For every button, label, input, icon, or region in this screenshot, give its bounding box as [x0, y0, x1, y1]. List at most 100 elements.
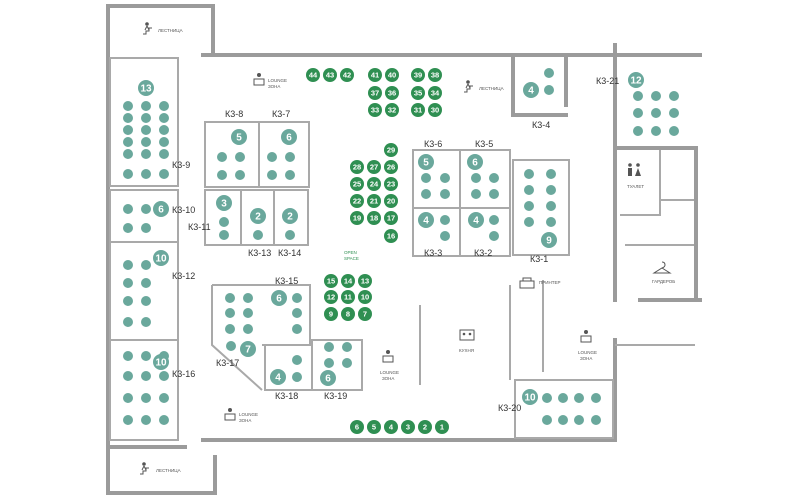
desk-seat-k3-9[interactable]: [123, 125, 133, 135]
capacity-badge-k3-12[interactable]: 10: [153, 250, 169, 266]
capacity-badge-k3-21[interactable]: 12: [628, 72, 644, 88]
desk-seat-k3-16[interactable]: [141, 351, 151, 361]
open-seat-20[interactable]: 20: [384, 194, 398, 208]
open-seat-16[interactable]: 16: [384, 229, 398, 243]
open-seat-13[interactable]: 13: [358, 274, 372, 288]
open-seat-3[interactable]: 3: [401, 420, 415, 434]
desk-seat-k3-16[interactable]: [123, 371, 133, 381]
desk-seat-k3-21[interactable]: [651, 126, 661, 136]
desk-seat-k3-8[interactable]: [235, 152, 245, 162]
desk-seat-k3-4[interactable]: [544, 68, 554, 78]
open-seat-10[interactable]: 10: [358, 290, 372, 304]
capacity-badge-k3-10[interactable]: 6: [153, 201, 169, 217]
capacity-badge-k3-7[interactable]: 6: [281, 129, 297, 145]
desk-seat-k3-20[interactable]: [558, 415, 568, 425]
desk-seat-k3-1[interactable]: [524, 201, 534, 211]
desk-seat-k3-8[interactable]: [217, 170, 227, 180]
desk-seat-k3-18[interactable]: [292, 355, 302, 365]
open-seat-38[interactable]: 38: [428, 68, 442, 82]
capacity-badge-k3-9[interactable]: 13: [138, 80, 154, 96]
desk-seat-k3-9[interactable]: [123, 113, 133, 123]
desk-seat-k3-16[interactable]: [141, 393, 151, 403]
desk-seat-k3-15b[interactable]: [292, 293, 302, 303]
open-seat-27[interactable]: 27: [367, 160, 381, 174]
desk-seat-k3-9[interactable]: [159, 169, 169, 179]
desk-seat-k3-4[interactable]: [544, 85, 554, 95]
open-seat-11[interactable]: 11: [341, 290, 355, 304]
desk-seat-k3-10[interactable]: [123, 204, 133, 214]
capacity-badge-k3-1[interactable]: 9: [541, 232, 557, 248]
open-seat-39[interactable]: 39: [411, 68, 425, 82]
desk-seat-k3-15[interactable]: [225, 293, 235, 303]
desk-seat-k3-9[interactable]: [123, 101, 133, 111]
open-seat-5[interactable]: 5: [367, 420, 381, 434]
open-seat-2[interactable]: 2: [418, 420, 432, 434]
desk-seat-k3-10[interactable]: [141, 204, 151, 214]
open-seat-34[interactable]: 34: [428, 86, 442, 100]
desk-seat-k3-1[interactable]: [546, 185, 556, 195]
desk-seat-k3-21[interactable]: [669, 126, 679, 136]
open-seat-21[interactable]: 21: [367, 194, 381, 208]
open-seat-30[interactable]: 30: [428, 103, 442, 117]
desk-seat-k3-6[interactable]: [421, 173, 431, 183]
desk-seat-k3-15[interactable]: [243, 324, 253, 334]
desk-seat-k3-8[interactable]: [235, 170, 245, 180]
desk-seat-k3-1[interactable]: [546, 201, 556, 211]
desk-seat-k3-9[interactable]: [141, 113, 151, 123]
open-seat-43[interactable]: 43: [323, 68, 337, 82]
open-seat-41[interactable]: 41: [368, 68, 382, 82]
desk-seat-k3-15[interactable]: [243, 308, 253, 318]
open-seat-1[interactable]: 1: [435, 420, 449, 434]
open-seat-31[interactable]: 31: [411, 103, 425, 117]
desk-seat-k3-7[interactable]: [267, 152, 277, 162]
open-seat-35[interactable]: 35: [411, 86, 425, 100]
open-seat-42[interactable]: 42: [340, 68, 354, 82]
desk-seat-k3-15[interactable]: [225, 324, 235, 334]
open-seat-26[interactable]: 26: [384, 160, 398, 174]
desk-seat-k3-6[interactable]: [421, 189, 431, 199]
desk-seat-k3-10[interactable]: [141, 223, 151, 233]
desk-seat-k3-21[interactable]: [651, 108, 661, 118]
desk-seat-k3-16[interactable]: [159, 371, 169, 381]
open-seat-6[interactable]: 6: [350, 420, 364, 434]
desk-seat-k3-13[interactable]: [253, 230, 263, 240]
open-seat-18[interactable]: 18: [367, 211, 381, 225]
desk-seat-k3-12[interactable]: [123, 278, 133, 288]
desk-seat-k3-21[interactable]: [633, 126, 643, 136]
desk-seat-k3-15[interactable]: [225, 308, 235, 318]
desk-seat-k3-16[interactable]: [141, 415, 151, 425]
desk-seat-k3-20[interactable]: [542, 415, 552, 425]
desk-seat-k3-16[interactable]: [159, 415, 169, 425]
capacity-badge-k3-15[interactable]: 6: [271, 290, 287, 306]
desk-seat-k3-21[interactable]: [633, 91, 643, 101]
capacity-badge-k3-17[interactable]: 7: [240, 341, 256, 357]
desk-seat-k3-9[interactable]: [159, 149, 169, 159]
desk-seat-k3-3[interactable]: [440, 215, 450, 225]
desk-seat-k3-16[interactable]: [123, 351, 133, 361]
desk-seat-k3-16[interactable]: [159, 393, 169, 403]
desk-seat-k3-16[interactable]: [141, 371, 151, 381]
desk-seat-k3-9[interactable]: [141, 101, 151, 111]
open-seat-22[interactable]: 22: [350, 194, 364, 208]
desk-seat-k3-5[interactable]: [489, 189, 499, 199]
desk-seat-k3-9[interactable]: [159, 113, 169, 123]
desk-seat-k3-1[interactable]: [524, 185, 534, 195]
capacity-badge-k3-18[interactable]: 4: [270, 369, 286, 385]
desk-seat-k3-17[interactable]: [226, 341, 236, 351]
desk-seat-k3-9[interactable]: [159, 101, 169, 111]
desk-seat-k3-21[interactable]: [651, 91, 661, 101]
open-seat-7[interactable]: 7: [358, 307, 372, 321]
capacity-badge-k3-14[interactable]: 2: [282, 208, 298, 224]
desk-seat-k3-3[interactable]: [440, 231, 450, 241]
desk-seat-k3-20[interactable]: [591, 393, 601, 403]
desk-seat-k3-12[interactable]: [123, 296, 133, 306]
open-seat-33[interactable]: 33: [368, 103, 382, 117]
desk-seat-k3-19[interactable]: [324, 358, 334, 368]
capacity-badge-k3-16[interactable]: 10: [153, 354, 169, 370]
desk-seat-k3-12[interactable]: [141, 317, 151, 327]
open-seat-14[interactable]: 14: [341, 274, 355, 288]
open-seat-37[interactable]: 37: [368, 86, 382, 100]
open-seat-23[interactable]: 23: [384, 177, 398, 191]
desk-seat-k3-18[interactable]: [292, 372, 302, 382]
desk-seat-k3-21[interactable]: [669, 91, 679, 101]
